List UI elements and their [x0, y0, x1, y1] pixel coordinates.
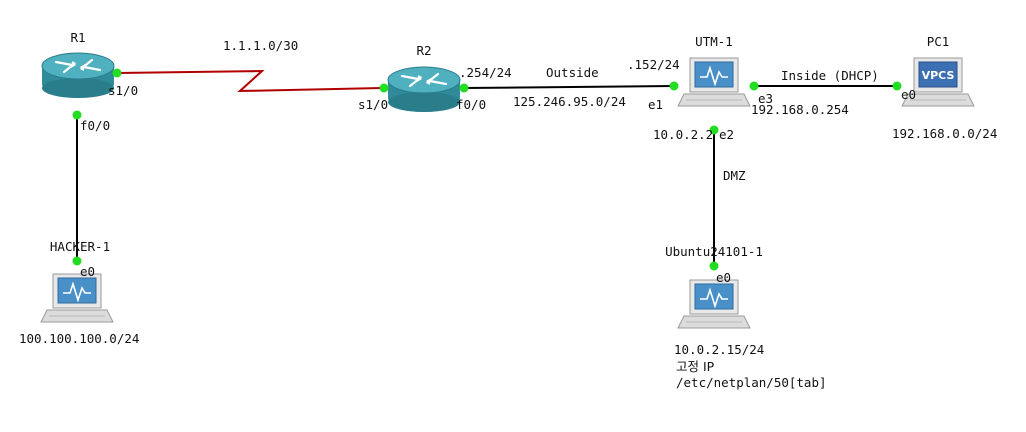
port-dot-r1-f0-0[interactable]	[72, 110, 82, 120]
port-dot-hacker-e0[interactable]	[72, 256, 82, 266]
link-r2-utm[interactable]	[463, 85, 675, 89]
host-icon	[40, 273, 114, 323]
host-utm-1[interactable]	[677, 57, 751, 107]
router-r1[interactable]	[40, 51, 116, 100]
port-dot-utm-e2[interactable]	[709, 125, 719, 135]
device-label-r1: R1	[70, 30, 85, 45]
host-ubuntu24101-1[interactable]	[677, 279, 751, 329]
port-indicators	[72, 68, 902, 271]
serial-link-r1-r2[interactable]	[116, 69, 385, 93]
router-r2[interactable]	[386, 65, 462, 114]
outside-network-label: 125.246.95.0/24	[513, 94, 626, 109]
vpcs-pc1[interactable]: VPCS	[901, 57, 975, 107]
port-label-hacker-e0: e0	[80, 264, 95, 279]
utm-outside-ip-label: .152/24	[627, 57, 680, 72]
ubuntu-ip-label: 10.0.2.15/24	[674, 342, 764, 357]
port-dot-r2-s1-0[interactable]	[379, 83, 389, 93]
port-label-utm-e2: e2	[719, 127, 734, 142]
outside-zone-label: Outside	[546, 65, 599, 80]
wan-network-label: 1.1.1.0/30	[223, 38, 298, 53]
links	[76, 69, 897, 266]
port-label-r2-s1-0: s1/0	[358, 97, 388, 112]
router-icon	[40, 51, 116, 100]
port-dot-utm-e3[interactable]	[749, 81, 759, 91]
port-label-r1-s1-0: s1/0	[108, 83, 138, 98]
vpcs-icon	[901, 57, 975, 107]
port-dot-r2-f0-0[interactable]	[459, 83, 469, 93]
host-icon	[677, 57, 751, 107]
hacker-network-label: 100.100.100.0/24	[19, 331, 139, 346]
port-label-r1-f0-0: f0/0	[80, 118, 110, 133]
pc1-network-label: 192.168.0.0/24	[892, 126, 997, 141]
device-label-utm-1: UTM-1	[695, 34, 733, 49]
port-dot-ubuntu-e0[interactable]	[709, 261, 719, 271]
port-label-ubuntu-e0: e0	[716, 270, 731, 285]
device-label-r2: R2	[416, 43, 431, 58]
utm-dmz-ip-label: 10.0.2.2	[653, 127, 713, 142]
r2-ip-label: .254/24	[459, 65, 512, 80]
host-icon	[677, 279, 751, 329]
utm-inside-ip-label: 192.168.0.254	[751, 102, 849, 117]
dmz-zone-label: DMZ	[723, 168, 746, 183]
ubuntu-note-netplan-path: /etc/netplan/50[tab]	[676, 375, 827, 390]
vpcs-screen-text: VPCS	[922, 69, 955, 82]
router-icon	[386, 65, 462, 114]
port-label-r2-f0-0: f0/0	[456, 97, 486, 112]
ubuntu-note-static-ip: 고정 IP	[676, 359, 715, 374]
device-label-ubuntu24101-1: Ubuntu24101-1	[665, 244, 763, 259]
port-label-utm-e3: e3	[758, 91, 773, 106]
port-dot-utm-e1[interactable]	[669, 81, 679, 91]
port-dot-pc1-e0[interactable]	[892, 81, 902, 91]
host-hacker-1[interactable]	[40, 273, 114, 323]
inside-zone-label: Inside (DHCP)	[781, 68, 879, 83]
port-label-utm-e1: e1	[648, 97, 663, 112]
port-dot-r1-s1-0[interactable]	[112, 68, 122, 78]
port-label-pc1-e0: e0	[901, 87, 916, 102]
device-label-pc1: PC1	[927, 34, 950, 49]
device-label-hacker-1: HACKER-1	[50, 239, 110, 254]
